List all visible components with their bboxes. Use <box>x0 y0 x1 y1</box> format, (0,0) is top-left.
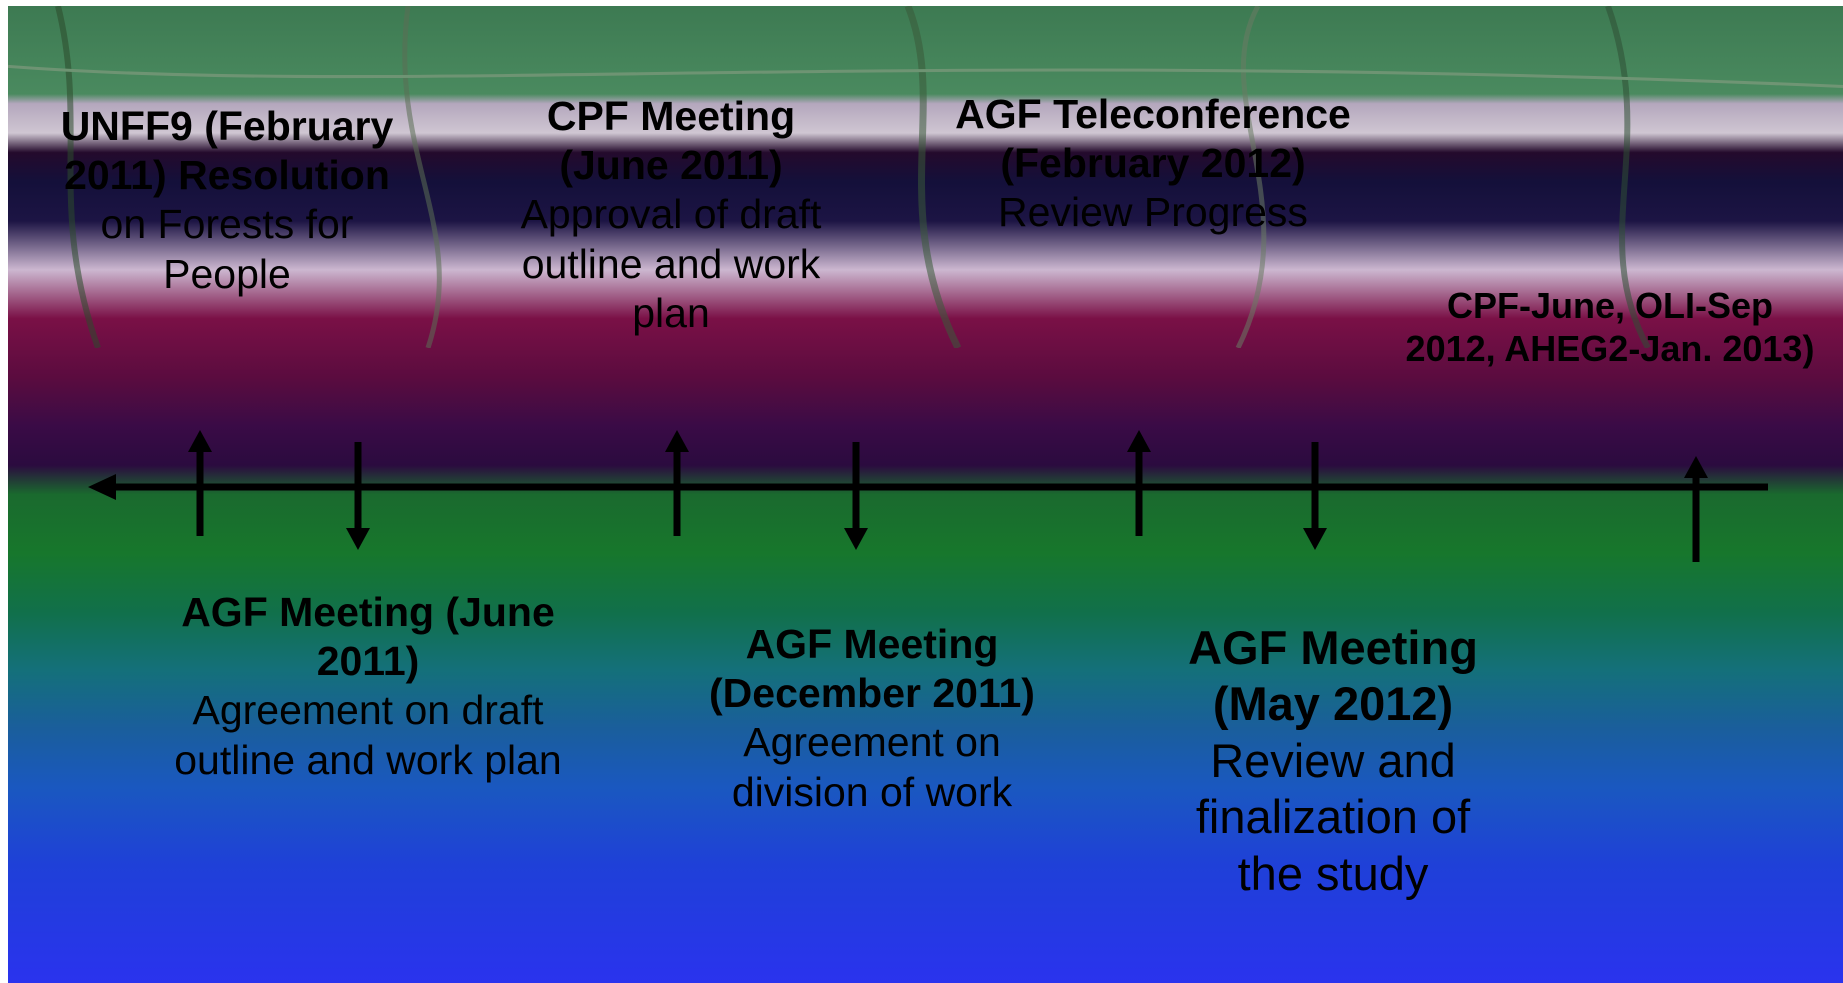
arrow-down-agf-june-2011-head <box>346 528 370 550</box>
timeline-axis-arrowhead <box>88 474 116 500</box>
arrow-down-agf-december-2011-head <box>844 528 868 550</box>
event-title: CPF Meeting (June 2011) <box>546 93 796 189</box>
event-title: AGF Teleconference (February 2012) <box>955 91 1351 187</box>
event-description: Review and finalization of the study <box>1195 733 1471 900</box>
arrow-down-agf-may-2012-head <box>1303 528 1327 550</box>
event-title: AGF Meeting (December 2011) <box>709 621 1035 717</box>
arrow-up-cpf-2011-head <box>665 430 689 452</box>
event-agf-june-2011: AGF Meeting (June 2011) Agreement on dra… <box>158 588 578 785</box>
event-description: Approval of draft outline and work plan <box>520 191 822 336</box>
event-description: Agreement on division of work <box>731 719 1013 815</box>
jungle-background <box>8 6 1843 348</box>
slide: UNFF9 (February 2011) Resolution on Fore… <box>8 6 1843 983</box>
event-title: CPF-June, OLI-Sep 2012, AHEG2-Jan. 2013) <box>1405 285 1815 370</box>
arrow-up-agf-teleconference-head <box>1127 430 1151 452</box>
timeline-diagram <box>88 430 1768 562</box>
event-title: AGF Meeting (June 2011) <box>181 589 555 685</box>
event-agf-december-2011: AGF Meeting (December 2011) Agreement on… <box>672 620 1072 817</box>
event-unff9: UNFF9 (February 2011) Resolution on Fore… <box>32 102 422 299</box>
event-description: Review Progress <box>998 189 1308 236</box>
event-title: AGF Meeting (May 2012) <box>1188 621 1478 731</box>
event-agf-may-2012: AGF Meeting (May 2012) Review and finali… <box>1158 620 1508 902</box>
arrow-up-cpf-oli-aheg-head <box>1684 456 1708 478</box>
event-cpf-june-2011: CPF Meeting (June 2011) Approval of draf… <box>496 92 846 338</box>
event-description: on Forests for People <box>100 201 354 297</box>
event-description: Agreement on draft outline and work plan <box>174 687 562 783</box>
event-title: UNFF9 (February 2011) Resolution <box>60 103 394 199</box>
event-cpf-oli-aheg2: CPF-June, OLI-Sep 2012, AHEG2-Jan. 2013) <box>1400 284 1820 370</box>
arrow-up-unff9-head <box>188 430 212 452</box>
event-agf-teleconference: AGF Teleconference (February 2012) Revie… <box>903 90 1403 238</box>
